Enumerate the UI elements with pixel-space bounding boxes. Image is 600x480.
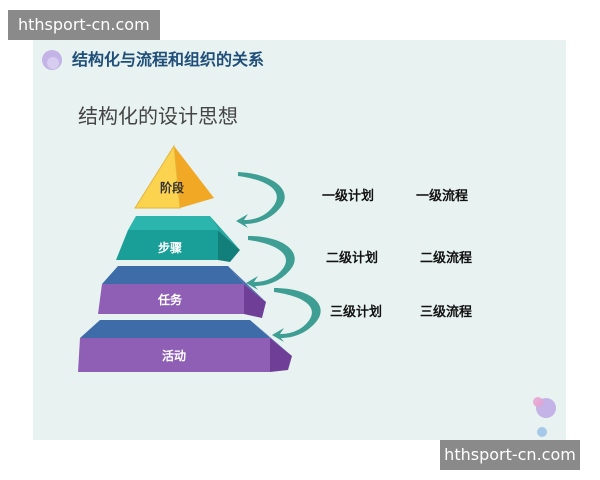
pyramid-level-1-label: 阶段 xyxy=(160,180,185,195)
process-label-1: 一级流程 xyxy=(416,189,469,204)
slide-background xyxy=(33,40,566,440)
decorative-circles-icon xyxy=(533,397,556,437)
pyramid-level-3-label: 任务 xyxy=(157,292,183,307)
watermark-top: hthsport-cn.com xyxy=(8,10,160,40)
slide-subtitle: 结构化的设计思想 xyxy=(78,104,238,128)
plan-label-2: 二级计划 xyxy=(326,251,379,266)
watermark-bottom: hthsport-cn.com xyxy=(440,440,580,470)
process-label-3: 三级流程 xyxy=(420,305,473,320)
slide-title: 结构化与流程和组织的关系 xyxy=(72,50,265,69)
pyramid-level-4-label: 活动 xyxy=(162,348,186,363)
plan-label-1: 一级计划 xyxy=(322,189,375,204)
decorative-circles-icon xyxy=(42,50,62,70)
pyramid-level-3 xyxy=(98,266,266,318)
curved-arrow-icon xyxy=(236,172,285,228)
pyramid-level-1 xyxy=(134,144,214,209)
plan-label-3: 三级计划 xyxy=(330,305,383,320)
pyramid-level-2 xyxy=(116,216,240,262)
pyramid-level-2-label: 步骤 xyxy=(158,240,182,255)
curved-arrow-icon xyxy=(272,288,321,342)
curved-arrow-icon xyxy=(246,236,295,290)
process-label-2: 二级流程 xyxy=(420,251,473,266)
pyramid-level-4 xyxy=(78,320,292,372)
